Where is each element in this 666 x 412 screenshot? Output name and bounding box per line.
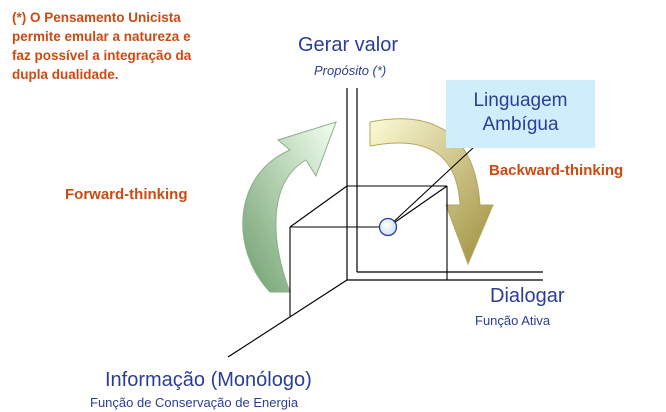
ambiguous-language-node [378, 217, 398, 237]
backward-thinking-arrow [369, 118, 494, 266]
depth-axis-subtitle: Função de Conservação de Energia [90, 395, 299, 410]
depth-axis-title: Informação (Monólogo) [105, 369, 312, 391]
depth-axis [227, 279, 348, 358]
vertical-axis-subtitle: Propósito (*) [314, 63, 387, 78]
box-edge-top-left [289, 185, 348, 228]
backward-thinking-label: Backward-thinking [489, 162, 624, 179]
ambiguous-language-line-1: Linguagem [473, 90, 568, 111]
horizontal-axis-title: Dialogar [490, 285, 565, 307]
horizontal-axis-subtitle: Função Ativa [475, 313, 551, 328]
unicist-note: (*) O Pensamento Unicista permite emular… [12, 10, 192, 82]
forward-thinking-arrow [242, 121, 337, 293]
forward-thinking-label: Forward-thinking [65, 186, 188, 203]
ambiguous-language-line-2: Ambígua [482, 114, 559, 135]
vertical-axis-title: Gerar valor [298, 34, 399, 56]
ambiguous-language-box: Linguagem Ambígua [446, 80, 595, 148]
box-edge-diagonal-front [387, 185, 448, 228]
ambiguous-language-connector [387, 146, 475, 228]
